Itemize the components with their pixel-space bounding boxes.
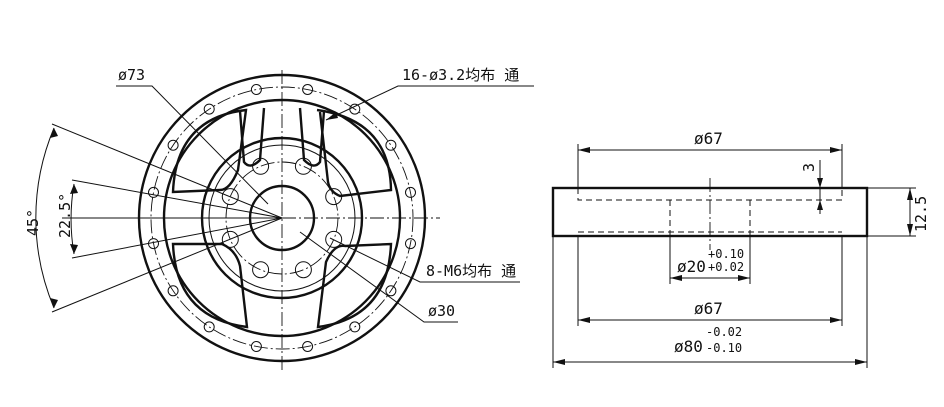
arrowhead: [830, 147, 842, 153]
spoke-pockets: [171, 107, 393, 329]
arrowhead: [817, 200, 823, 210]
angle-arc-45: [35, 127, 55, 309]
angle-ray-neg225: [71, 217, 283, 259]
arrowhead: [907, 188, 913, 200]
arrowhead: [578, 317, 590, 323]
outer-hole-group: [148, 84, 416, 352]
bolt-circle-inner: [225, 161, 339, 275]
outer-hole: [302, 84, 314, 95]
outer-hole: [302, 341, 314, 352]
arrowhead: [326, 112, 338, 120]
arrowhead: [670, 275, 682, 281]
dim-outer-label: ø80: [674, 337, 703, 356]
inner-hole: [221, 230, 239, 248]
arrowhead: [855, 359, 867, 365]
inner-hole: [294, 157, 312, 175]
front-view: 45° 22.5° ø73 16-ø3.2均布 通 8-M6均布 通 ø30: [24, 66, 534, 372]
outer-hole: [405, 238, 416, 250]
callout-holes8: 8-M6均布 通: [426, 262, 516, 280]
outer-hole: [167, 285, 179, 297]
inner-hole-group: [221, 157, 343, 279]
inner-hole: [252, 157, 270, 175]
dim-bore-label: ø20: [677, 257, 706, 276]
angle-ray-neg45: [51, 217, 283, 313]
angle-45-label: 45°: [24, 209, 42, 236]
arrowhead: [830, 317, 842, 323]
angle-225-label: 22.5°: [56, 193, 74, 238]
inner-hole: [294, 261, 312, 279]
leader-holes8: [329, 237, 520, 283]
dim-top-width-label: ø67: [694, 129, 723, 148]
arrowhead: [578, 147, 590, 153]
inner-hole: [325, 230, 343, 248]
recess-hidden-top: [577, 188, 843, 201]
outer-hole: [250, 341, 262, 352]
inner-hole: [252, 261, 270, 279]
outer-hole: [405, 186, 416, 198]
callout-dia30: ø30: [428, 302, 455, 320]
dim-outer-upper-tol: -0.02: [706, 325, 742, 339]
angle-ray-45: [51, 123, 283, 219]
dim-depth-label: 3: [800, 163, 818, 172]
callout-holes16: 16-ø3.2均布 通: [402, 66, 519, 84]
arrowhead: [907, 224, 913, 236]
dim-bore-lower-tol: +0.02: [708, 260, 744, 274]
outer-hole: [349, 321, 361, 333]
inner-hole: [325, 188, 343, 206]
arrowhead: [817, 178, 823, 188]
outer-hole: [250, 84, 262, 95]
outer-hole: [148, 186, 159, 198]
arrowhead: [70, 244, 78, 254]
arrowhead: [738, 275, 750, 281]
outer-hole: [385, 285, 397, 297]
leader-dia73: [116, 85, 269, 205]
outer-hole: [203, 103, 215, 115]
leader-holes16: [325, 85, 534, 121]
outer-hole: [385, 139, 397, 151]
side-view: ø67 3 12.5 ø20 +0.10 +0.02 ø67: [551, 129, 930, 368]
dim-bottom-width-label: ø67: [694, 299, 723, 318]
leader-dia30: [299, 231, 458, 323]
arrowhead: [50, 298, 58, 308]
outer-hole: [203, 321, 215, 333]
outer-hole: [167, 139, 179, 151]
arrowhead: [553, 359, 565, 365]
dim-thickness-label: 12.5: [912, 196, 930, 232]
arrowhead: [70, 184, 78, 194]
bolt-circle-outer: [150, 86, 414, 350]
dim-bore-upper-tol: +0.10: [708, 247, 744, 261]
angle-ray-225: [71, 179, 283, 219]
arrowhead: [50, 128, 58, 138]
inner-hole: [221, 188, 239, 206]
callout-dia73: ø73: [118, 66, 145, 84]
dim-outer-lower-tol: -0.10: [706, 341, 742, 355]
